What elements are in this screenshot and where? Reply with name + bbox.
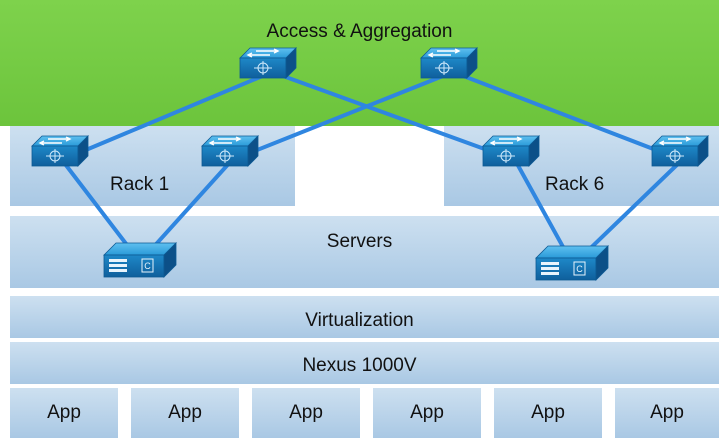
app-box: App	[494, 388, 602, 438]
network-switch-icon	[201, 135, 259, 167]
nexus-1000v-label: Nexus 1000V	[302, 355, 417, 376]
virtualization-label: Virtualization	[305, 310, 414, 331]
virtualization-layer	[10, 296, 719, 338]
app-label: App	[168, 402, 202, 423]
network-switch-icon	[239, 47, 297, 79]
app-label: App	[531, 402, 565, 423]
app-label: App	[47, 402, 81, 423]
network-switch-icon	[31, 135, 89, 167]
network-switch-icon	[420, 47, 478, 79]
app-box: App	[131, 388, 239, 438]
app-box: App	[615, 388, 719, 438]
link	[270, 70, 517, 162]
app-box: App	[10, 388, 118, 438]
app-box: App	[252, 388, 360, 438]
rack-6-label: Rack 6	[545, 174, 605, 195]
access-aggregation-label: Access & Aggregation	[266, 21, 453, 42]
app-box: App	[373, 388, 481, 438]
network-switch-icon	[482, 135, 540, 167]
app-label: App	[410, 402, 444, 423]
nexus-1000v-layer	[10, 342, 719, 384]
network-switch-icon	[651, 135, 709, 167]
link	[451, 70, 684, 162]
link	[230, 70, 455, 162]
link	[60, 70, 274, 162]
app-label: App	[289, 402, 323, 423]
app-label: App	[650, 402, 684, 423]
rack-1-label: Rack 1	[110, 174, 170, 195]
servers-label: Servers	[326, 231, 393, 252]
network-links	[60, 70, 684, 267]
